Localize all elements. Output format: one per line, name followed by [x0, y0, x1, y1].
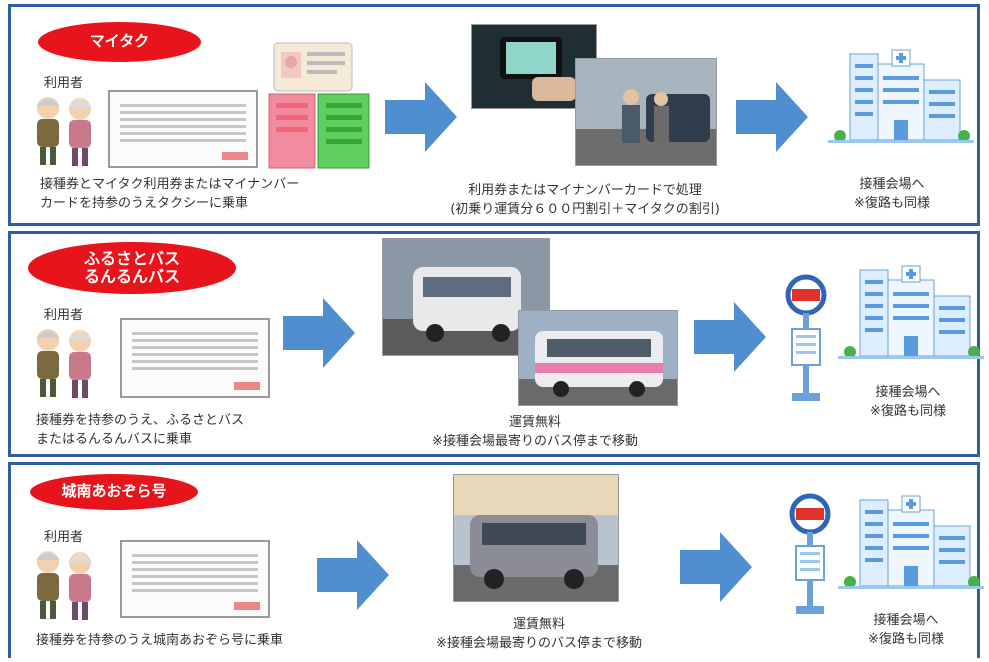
- caption-line: ※接種会場最寄りのバス停まで移動: [432, 433, 638, 449]
- arrow-right-icon: [736, 82, 808, 152]
- elderly-couple-icon: [36, 97, 92, 166]
- maitaku-ticket-icon: [268, 93, 370, 169]
- minibus-photo: [453, 474, 619, 602]
- jonan-aozora-badge: 城南あおぞら号: [30, 474, 198, 510]
- hospital-icon: [838, 265, 984, 359]
- caption-line: (初乗り運賃分６００円割引＋マイタクの割引): [450, 201, 720, 217]
- user-label: 利用者: [44, 530, 84, 545]
- arrow-right-icon: [680, 532, 752, 602]
- arrow-right-icon: [694, 302, 766, 372]
- furusato-runrun-badge: ふるさとバス るんるんバス: [28, 242, 236, 294]
- vaccination-ticket: [120, 540, 270, 618]
- jonan-right-caption: 接種会場へ ※復路も同様: [846, 612, 966, 650]
- hospital-icon: [838, 495, 984, 589]
- arrow-right-icon: [283, 298, 355, 368]
- maitaku-right-caption: 接種会場へ ※復路も同様: [832, 176, 952, 214]
- maitaku-left-caption: 接種券とマイタク利用券またはマイナンバー カードを持参のうえタクシーに乗車: [40, 176, 299, 214]
- caption-line: 接種券を持参のうえ、ふるさとバス: [36, 413, 245, 428]
- furusato-left-caption: 接種券を持参のうえ、ふるさとバス またはるんるんバスに乗車: [36, 412, 244, 450]
- hospital-icon: [828, 49, 974, 143]
- jonan-left-caption: 接種券を持参のうえ城南あおぞら号に乗車: [36, 632, 283, 651]
- caption-line: ※復路も同様: [868, 631, 944, 647]
- caption-line: カードを持参のうえタクシーに乗車: [40, 195, 249, 211]
- furusato-middle-caption: 運賃無料 ※接種会場最寄りのバス停まで移動: [370, 414, 700, 452]
- elderly-couple-icon: [36, 551, 92, 620]
- white-bus-photo: [382, 238, 550, 356]
- arrow-right-icon: [385, 82, 457, 152]
- user-label: 利用者: [44, 76, 84, 91]
- caption-line: 運賃無料: [508, 415, 561, 430]
- caption-line: 接種会場へ: [859, 177, 925, 192]
- vaccination-ticket: [120, 318, 270, 398]
- caption-line: 接種会場へ: [875, 385, 941, 400]
- mynumber-card-icon: [273, 42, 353, 92]
- caption-line: 接種券とマイタク利用券またはマイナンバー: [40, 177, 300, 192]
- caption-line: またはるんるんバスに乗車: [36, 431, 193, 447]
- caption-line: 利用券またはマイナンバーカードで処理: [468, 183, 702, 198]
- maitaku-middle-caption: 利用券またはマイナンバーカードで処理 (初乗り運賃分６００円割引＋マイタクの割引…: [400, 182, 770, 220]
- badge-line: ふるさとバス: [83, 248, 180, 268]
- bus-stop-icon: [785, 274, 827, 401]
- pink-bus-photo: [518, 310, 678, 406]
- maitaku-badge: マイタク: [38, 22, 201, 62]
- user-label: 利用者: [44, 308, 84, 323]
- caption-line: ※復路も同様: [854, 195, 930, 211]
- bus-stop-icon: [789, 493, 831, 614]
- furusato-right-caption: 接種会場へ ※復路も同様: [848, 384, 968, 422]
- caption-line: ※接種会場最寄りのバス停まで移動: [436, 635, 642, 651]
- jonan-middle-caption: 運賃無料 ※接種会場最寄りのバス停まで移動: [374, 616, 704, 654]
- caption-line: 接種券を持参のうえ城南あおぞら号に乗車: [36, 633, 284, 648]
- elderly-couple-icon: [36, 329, 92, 398]
- vaccination-ticket: [108, 90, 258, 168]
- arrow-right-icon: [317, 540, 389, 610]
- taxi-boarding-photo: [575, 58, 717, 166]
- badge-line: るんるんバス: [83, 267, 180, 286]
- caption-line: ※復路も同様: [870, 403, 946, 419]
- caption-line: 運賃無料: [512, 617, 565, 632]
- caption-line: 接種会場へ: [873, 613, 939, 628]
